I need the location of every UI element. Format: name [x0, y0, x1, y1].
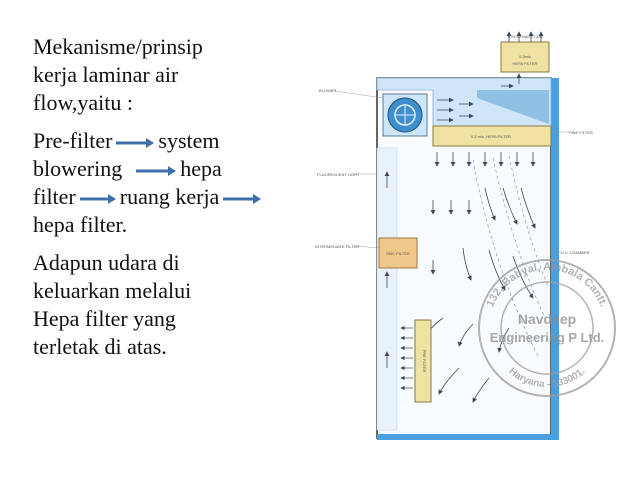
text-line: Mekanisme/prinsip	[33, 34, 203, 59]
text-line: Pre-filter system	[33, 127, 323, 155]
cabinet-base	[377, 434, 559, 440]
pre-filter-arrows	[400, 325, 413, 391]
top-hepa-label-2: HEPA FILTER	[513, 61, 538, 66]
plenum-arrows	[437, 73, 522, 123]
paragraph-flow: Pre-filter system blowering hepa filter rua…	[33, 127, 323, 239]
laminar-flow-arrows	[384, 152, 536, 403]
stamp-line-2: Engineering P Ltd.	[490, 330, 605, 345]
return-duct	[376, 147, 398, 431]
pre-filter-label: PRE FILTER	[422, 350, 427, 373]
text-line: hepa filter.	[33, 212, 128, 237]
paragraph-mechanism: Mekanisme/prinsip kerja laminar air flow…	[33, 33, 323, 117]
flow-arrow-icon	[79, 193, 116, 204]
text-line: blowering hepa	[33, 155, 323, 183]
text-line: flow,yaitu :	[33, 90, 133, 115]
flow-arrow-icon	[136, 165, 177, 176]
text-line: terletak di atas.	[33, 334, 167, 359]
intermediate-filter-label: INTERMEDIATE FILTER	[315, 244, 359, 249]
fluorescent-label: FLUORESCENT LIGHT	[317, 172, 360, 177]
text-line: Adapun udara di	[33, 250, 180, 275]
description-text: Mekanisme/prinsip kerja laminar air flow…	[33, 33, 323, 371]
blower-label: BLOWER	[319, 88, 336, 93]
blower-icon	[382, 93, 428, 137]
flow-step-prefilter: Pre-filter	[33, 128, 113, 153]
diffuser-panel	[477, 90, 549, 124]
leader-line	[334, 90, 384, 99]
text-line: Hepa filter yang	[33, 306, 176, 331]
flow-step-blowering: blowering	[33, 156, 123, 181]
flow-step-hepa: hepa	[180, 156, 222, 181]
fine-filter-label: FINE FILTER	[569, 130, 593, 135]
top-hepa-label-1: 0.3mic	[519, 54, 531, 59]
cabinet-front-wall	[551, 78, 559, 438]
flow-step-ruang-kerja: ruang kerja	[119, 184, 220, 209]
laminar-flow-cabinet-diagram: 0.3mic HEPA FILTER 10% EXHAUST AIR BLOWE…	[315, 31, 616, 440]
hepa-mid-label: 0.3 mic. HEPA FILTER	[471, 134, 511, 139]
exhaust-label: 10% EXHAUST AIR	[507, 34, 543, 39]
text-line: filter ruang kerja	[33, 183, 323, 211]
leader-line	[354, 245, 380, 249]
top-hepa-filter: 0.3mic HEPA FILTER	[500, 41, 550, 73]
airflow-dashed-lines	[472, 155, 550, 359]
exhaust-arrows	[506, 31, 544, 42]
hepa-filter-main: 0.3 mic. HEPA FILTER	[432, 125, 552, 147]
stamp-line-1: Navdeep	[518, 311, 576, 327]
smc-filter: SMC FILTER	[378, 237, 418, 269]
text-line: kerja laminar air	[33, 62, 179, 87]
flow-step-system: system	[158, 128, 220, 153]
smc-filter-label: SMC FILTER	[386, 251, 410, 256]
pre-filter: PRE FILTER	[414, 319, 432, 403]
uv-chamber-label: U.V. CHAMBER	[561, 250, 590, 255]
text-line: keluarkan melalui	[33, 278, 192, 303]
flow-step-filter: filter	[33, 184, 76, 209]
paragraph-exhaust: Adapun udara di keluarkan melalui Hepa f…	[33, 249, 323, 361]
flow-arrow-icon	[223, 193, 262, 204]
flow-arrow-icon	[116, 137, 155, 148]
